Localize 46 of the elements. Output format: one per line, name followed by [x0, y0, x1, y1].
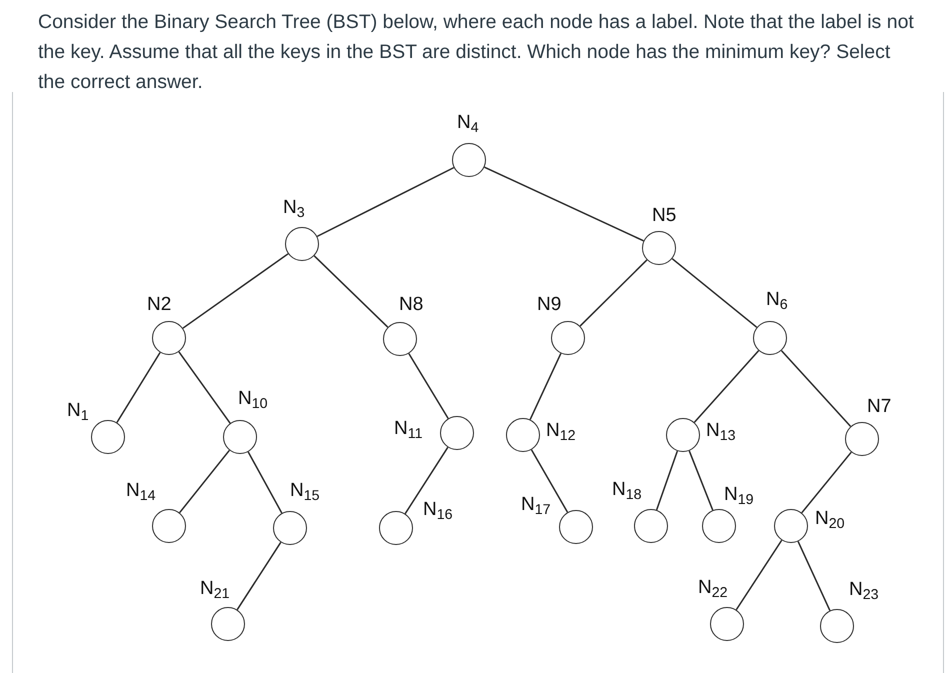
- tree-edge: [580, 259, 648, 327]
- tree-edge: [529, 353, 562, 420]
- node-label: N$_{20}$: [815, 507, 845, 530]
- node-label: N$_{11}$: [394, 417, 423, 440]
- node-label: N$_{23}$: [849, 578, 879, 601]
- node-label: N5: [652, 204, 676, 227]
- question-text: Consider the Binary Search Tree (BST) below, where each node has a label. Note that the label is not the key. Assume that all the keys in the BST are distinct. Which node has the minimum key? Select the correct answer.: [38, 10, 915, 95]
- node-label: N$_{14}$: [126, 479, 156, 502]
- tree-edge: [314, 255, 388, 328]
- node-label: N$_{18}$: [612, 478, 642, 501]
- tree-edge: [178, 351, 231, 424]
- tree-edge: [248, 452, 282, 514]
- node-label: N$_{22}$: [698, 576, 728, 599]
- node-label: N$_{21}$: [200, 577, 230, 600]
- tree-edge: [179, 450, 230, 514]
- node-label: N$_{6}$: [766, 288, 788, 311]
- tree-edge: [404, 446, 448, 514]
- tree-edge: [236, 542, 282, 610]
- tree-edge: [736, 540, 782, 610]
- node-label: N$_{3}$: [283, 196, 305, 219]
- tree-edge: [688, 450, 714, 510]
- node-label: N$_{13}$: [706, 419, 736, 442]
- tree-edge: [672, 258, 758, 328]
- tree-edge: [116, 352, 161, 423]
- tree-edge: [316, 166, 454, 238]
- tree-edge: [408, 353, 449, 419]
- node-label: N7: [867, 395, 892, 418]
- node-label: N$_{19}$: [724, 483, 754, 506]
- node-label: N$_{1}$: [67, 399, 89, 422]
- node-label: N$_{10}$: [238, 387, 268, 410]
- tree-edge: [182, 253, 289, 329]
- node-label: N$_{4}$: [457, 111, 479, 134]
- tree-edge: [797, 541, 831, 611]
- node-label: N9: [537, 293, 562, 316]
- tree-edge: [694, 350, 760, 423]
- tree-edge: [656, 450, 678, 510]
- tree-edge: [530, 449, 568, 513]
- node-label: N$_{17}$: [521, 493, 551, 516]
- tree-edge: [801, 452, 852, 514]
- node-label: N$_{12}$: [546, 419, 576, 442]
- node-label: N$_{15}$: [290, 479, 320, 502]
- tree-edge: [780, 350, 852, 427]
- node-label: N$_{16}$: [423, 498, 453, 521]
- node-label: N2: [147, 293, 172, 316]
- node-label: N8: [399, 293, 424, 316]
- tree-edge: [484, 166, 644, 242]
